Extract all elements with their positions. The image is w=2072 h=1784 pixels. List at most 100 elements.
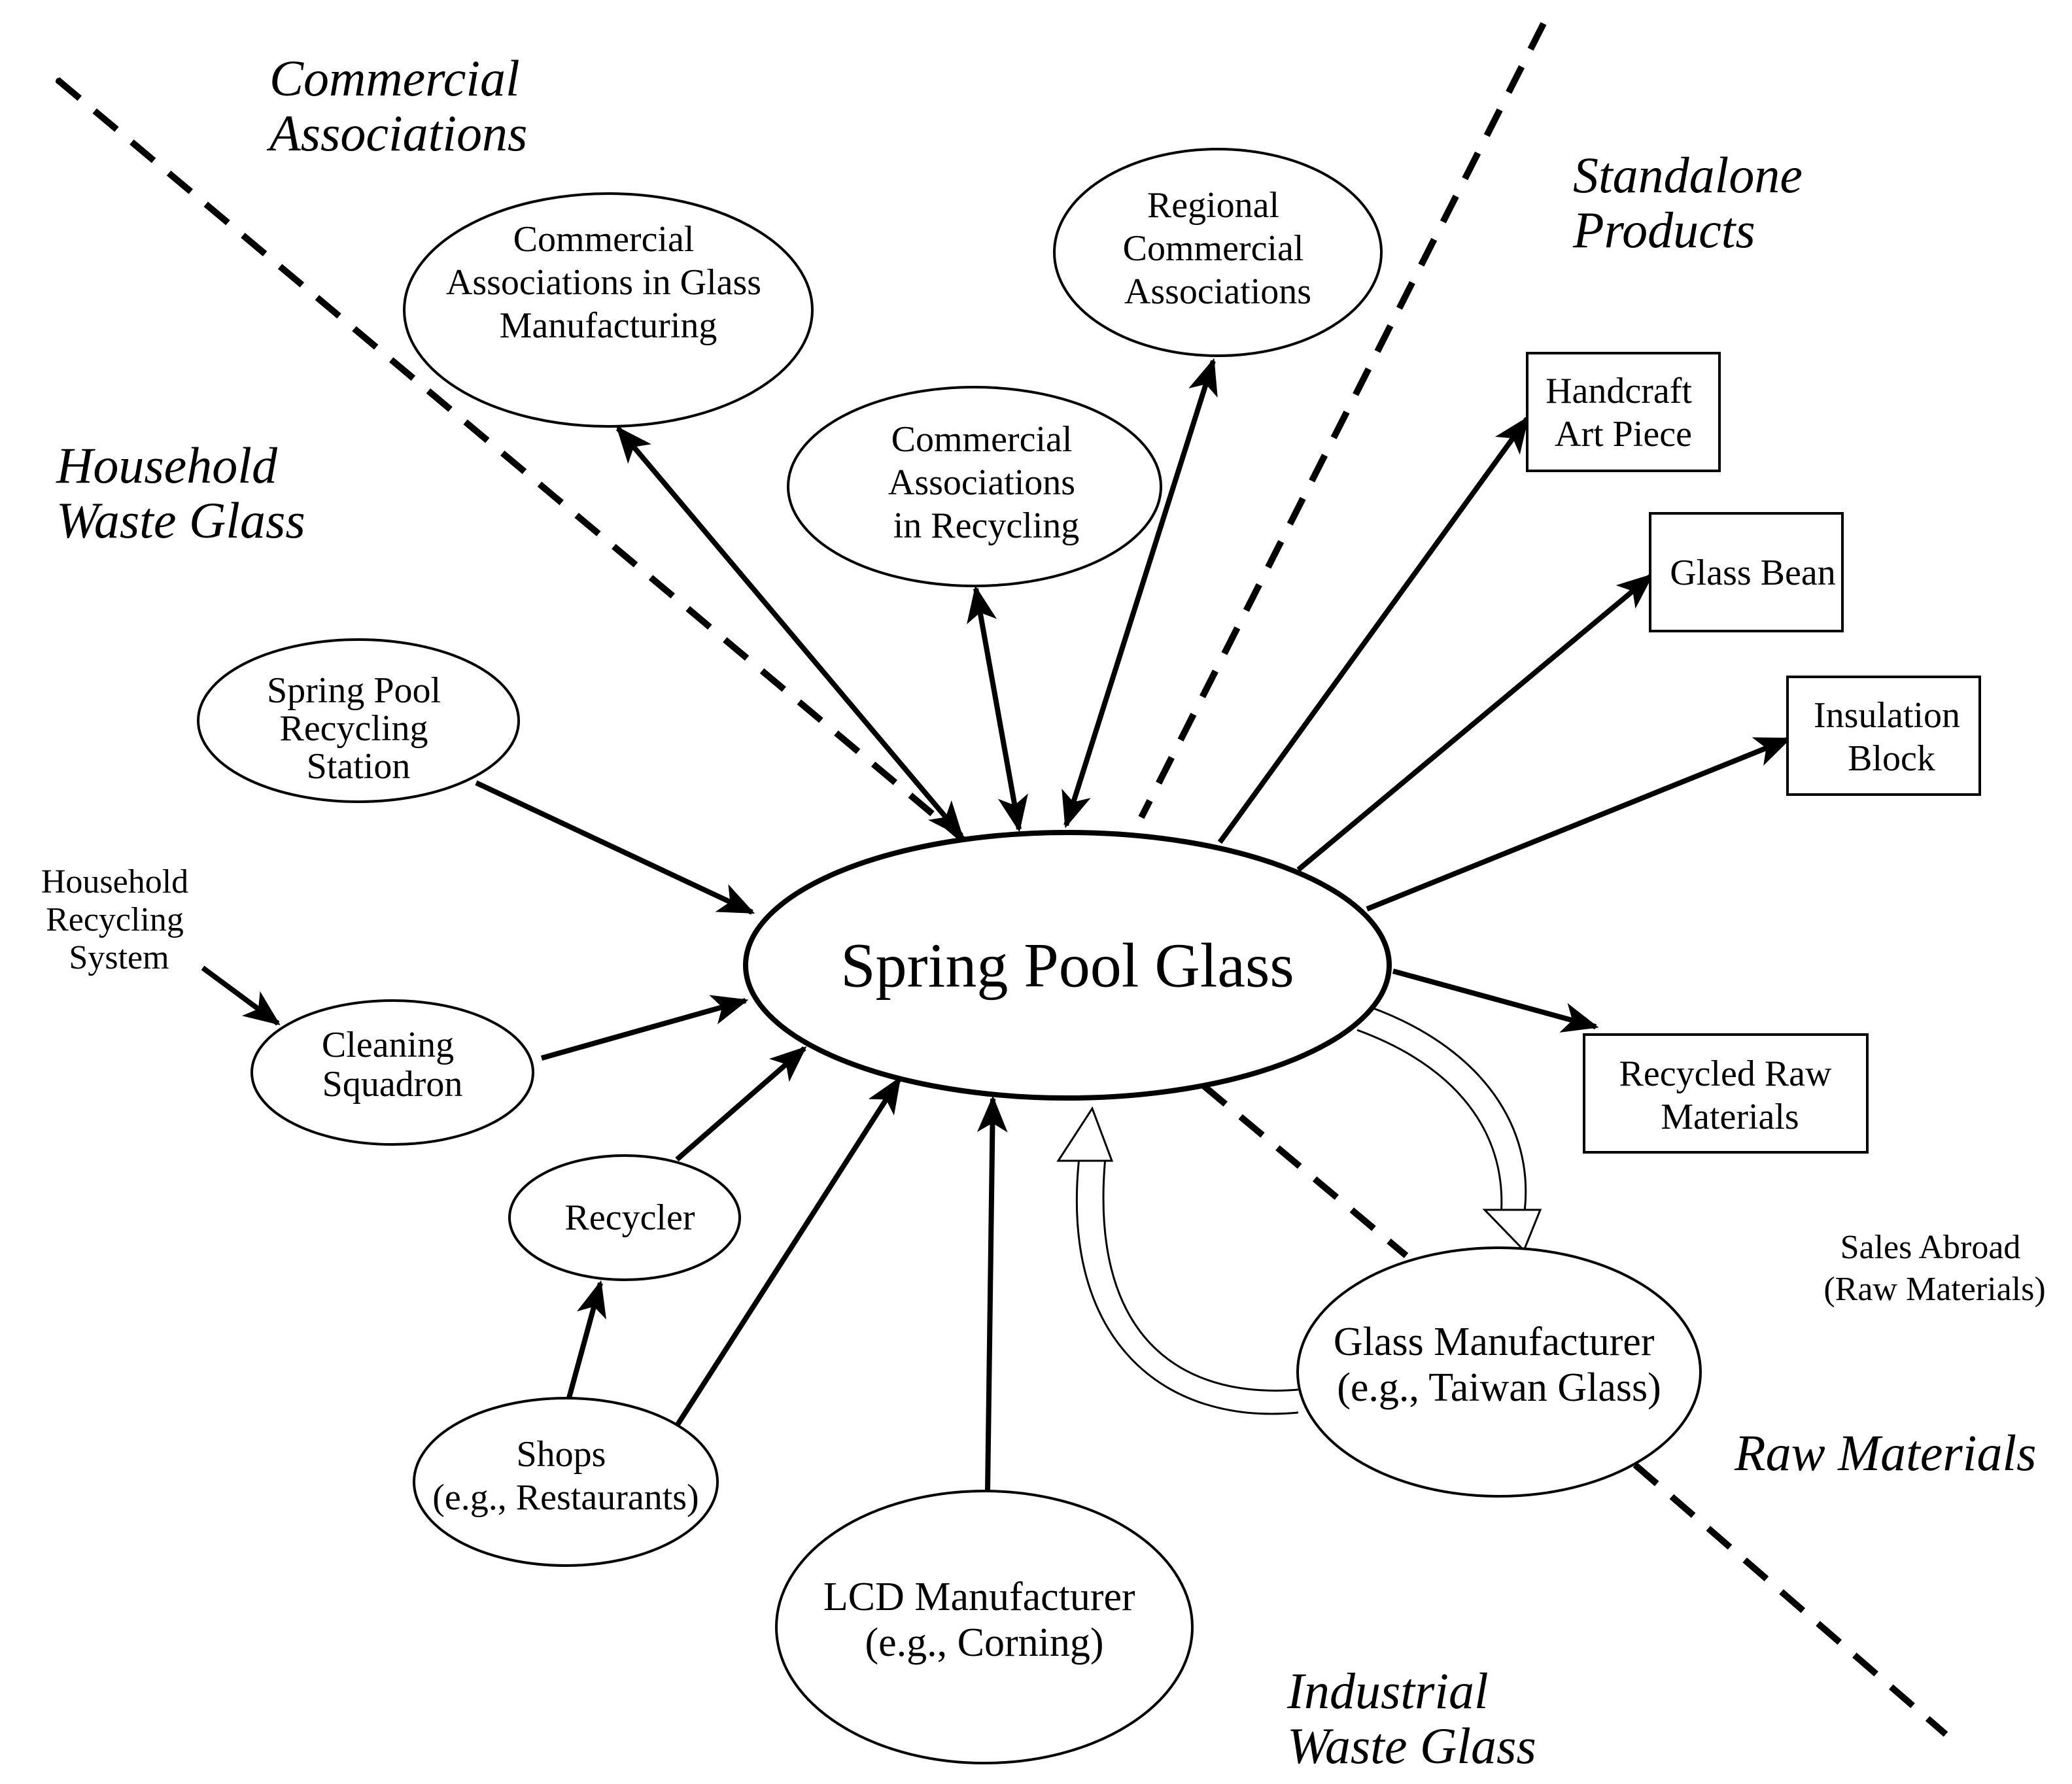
region-raw-line-1: Raw Materials <box>1734 1424 2037 1481</box>
glass-bean-line-1: Glass Bean <box>1670 553 1836 593</box>
arrow-from-shops <box>674 1076 902 1428</box>
regional-assoc-line-1: Regional <box>1147 185 1279 226</box>
sales-abroad-line-2: (Raw Materials) <box>1823 1271 2045 1308</box>
glass-manufacturer-line-2: (e.g., Taiwan Glass) <box>1337 1365 1661 1410</box>
regional-assoc-ellipse <box>1053 148 1383 357</box>
region-industrial: Industrial Waste Glass <box>1286 1662 1536 1774</box>
recycling-station-ellipse <box>197 638 520 803</box>
assoc-recycling-label: Commercial Associations in Recycling <box>888 419 1084 546</box>
arrow-from-recycler <box>675 1046 807 1162</box>
region-standalone-line-2: Products <box>1572 201 1755 258</box>
arrow-from-lcd <box>976 1095 1008 1492</box>
region-industrial-line-2: Waste Glass <box>1287 1717 1536 1774</box>
cleaning-squadron-label: Cleaning Squadron <box>322 1025 463 1105</box>
arrow-to-assoc-recycling <box>967 585 1028 832</box>
household-system-line-2: Recycling <box>46 901 184 938</box>
cleaning-squadron-ellipse <box>250 999 534 1146</box>
assoc-glass-line-3: Manufacturing <box>500 305 717 346</box>
center-node: Spring Pool Glass <box>743 830 1392 1101</box>
insulation-label: Insulation Block <box>1814 695 1969 779</box>
handcraft-box <box>1526 352 1721 472</box>
assoc-glass-line-1: Commercial <box>513 219 695 260</box>
region-commercial-line-2: Associations <box>266 105 527 162</box>
recycled-raw-line-1: Recycled Raw <box>1619 1054 1833 1094</box>
glass-bean-box <box>1649 512 1844 632</box>
insulation-line-2: Block <box>1848 738 1935 779</box>
boundary-line-bottom <box>1201 1083 1409 1258</box>
hollow-arrow-outer <box>1370 1006 1527 1217</box>
hollow-arrowhead-up <box>1056 1106 1114 1162</box>
glass-manufacturer-label: Glass Manufacturer (e.g., Taiwan Glass) <box>1334 1320 1665 1410</box>
lcd-label: LCD Manufacturer (e.g., Corning) <box>823 1575 1145 1665</box>
arrow-to-recycled-raw <box>1392 969 1599 1033</box>
shops-ellipse <box>413 1397 719 1567</box>
region-standalone: Standalone Products <box>1572 146 1815 258</box>
sales-abroad-label: Sales Abroad (Raw Materials) <box>1823 1229 2045 1308</box>
recycling-station-line-1: Spring Pool <box>267 670 441 711</box>
cleaning-squadron-line-2: Squadron <box>322 1064 463 1105</box>
recycler-line-1: Recycler <box>565 1197 695 1238</box>
handcraft-line-2: Art Piece <box>1555 414 1692 455</box>
arrow-to-handcraft <box>1217 416 1530 844</box>
recycling-station-label: Spring Pool Recycling Station <box>267 670 450 787</box>
recycled-raw-label: Recycled Raw Materials <box>1619 1054 1841 1137</box>
arrow-to-assoc-glass <box>615 426 964 838</box>
household-system-line-3: System <box>69 939 169 976</box>
recycled-raw-line-2: Materials <box>1661 1097 1799 1137</box>
lcd-line-1: LCD Manufacturer <box>823 1575 1135 1619</box>
recycling-station-line-3: Station <box>307 746 411 787</box>
hollow-arrow-outer-2 <box>1075 1157 1299 1415</box>
arrow-to-insulation <box>1366 736 1792 912</box>
region-commercial: Commercial Associations <box>266 50 532 162</box>
lcd-line-2: (e.g., Corning) <box>865 1621 1103 1665</box>
arrow-shops-to-recycler <box>565 1280 606 1404</box>
cleaning-squadron-line-1: Cleaning <box>322 1025 454 1065</box>
boundary-line-right <box>1138 22 1547 819</box>
arrow-from-household-system <box>201 965 281 1026</box>
boundary-start-dot <box>56 78 62 84</box>
lcd-ellipse <box>775 1490 1194 1764</box>
arrow-to-glass-bean <box>1296 573 1654 872</box>
handcraft-label: Handcraft Art Piece <box>1545 371 1701 455</box>
region-household-line-1: Household <box>56 437 278 494</box>
assoc-glass-line-2: Associations in Glass <box>446 262 761 303</box>
boundary-line-bottom-far <box>1632 1462 1948 1737</box>
assoc-recycling-line-2: Associations <box>888 462 1075 503</box>
arrow-from-recycling-station <box>475 780 755 915</box>
glass-manufacturer-ellipse <box>1296 1246 1702 1498</box>
assoc-recycling-line-3: in Recycling <box>893 506 1080 546</box>
handcraft-line-1: Handcraft <box>1545 371 1692 411</box>
assoc-glass-label: Commercial Associations in Glass Manufac… <box>446 219 770 346</box>
regional-assoc-line-2: Commercial <box>1123 228 1304 269</box>
region-labels: Commercial Associations Standalone Produ… <box>56 50 2037 1774</box>
assoc-recycling-ellipse <box>787 386 1162 587</box>
regional-assoc-label: Regional Commercial Associations <box>1123 185 1313 312</box>
center-ellipse <box>743 830 1392 1101</box>
household-system-label: Household Recycling System <box>41 863 197 976</box>
arrow-to-regional-assoc <box>1062 358 1218 829</box>
region-raw: Raw Materials <box>1734 1424 2037 1481</box>
region-household-line-2: Waste Glass <box>56 492 305 549</box>
recycler-label: Recycler <box>565 1197 695 1238</box>
hollow-cycle-arrows <box>1056 1006 1542 1415</box>
box-nodes <box>1526 352 1981 1154</box>
hollow-arrowhead-down <box>1482 1209 1542 1252</box>
hollow-arrow-inner <box>1356 1029 1503 1217</box>
regional-assoc-line-3: Associations <box>1124 271 1311 312</box>
glass-manufacturer-line-1: Glass Manufacturer <box>1334 1320 1655 1364</box>
assoc-recycling-line-1: Commercial <box>891 419 1073 460</box>
ellipse-nodes <box>197 148 1702 1764</box>
connections <box>201 358 1792 1492</box>
center-label: Spring Pool Glass <box>840 931 1294 1001</box>
insulation-box <box>1786 676 1981 796</box>
region-household: Household Waste Glass <box>56 437 305 549</box>
region-industrial-line-1: Industrial <box>1286 1662 1489 1719</box>
recycled-raw-box <box>1583 1033 1869 1154</box>
sales-abroad-line-1: Sales Abroad <box>1840 1229 2021 1266</box>
shops-label: Shops (e.g., Restaurants) <box>432 1434 699 1518</box>
hollow-arrow-inner-2 <box>1102 1157 1299 1392</box>
region-standalone-line-1: Standalone <box>1573 146 1803 203</box>
recycler-ellipse <box>508 1154 741 1281</box>
shops-line-1: Shops <box>517 1434 606 1475</box>
